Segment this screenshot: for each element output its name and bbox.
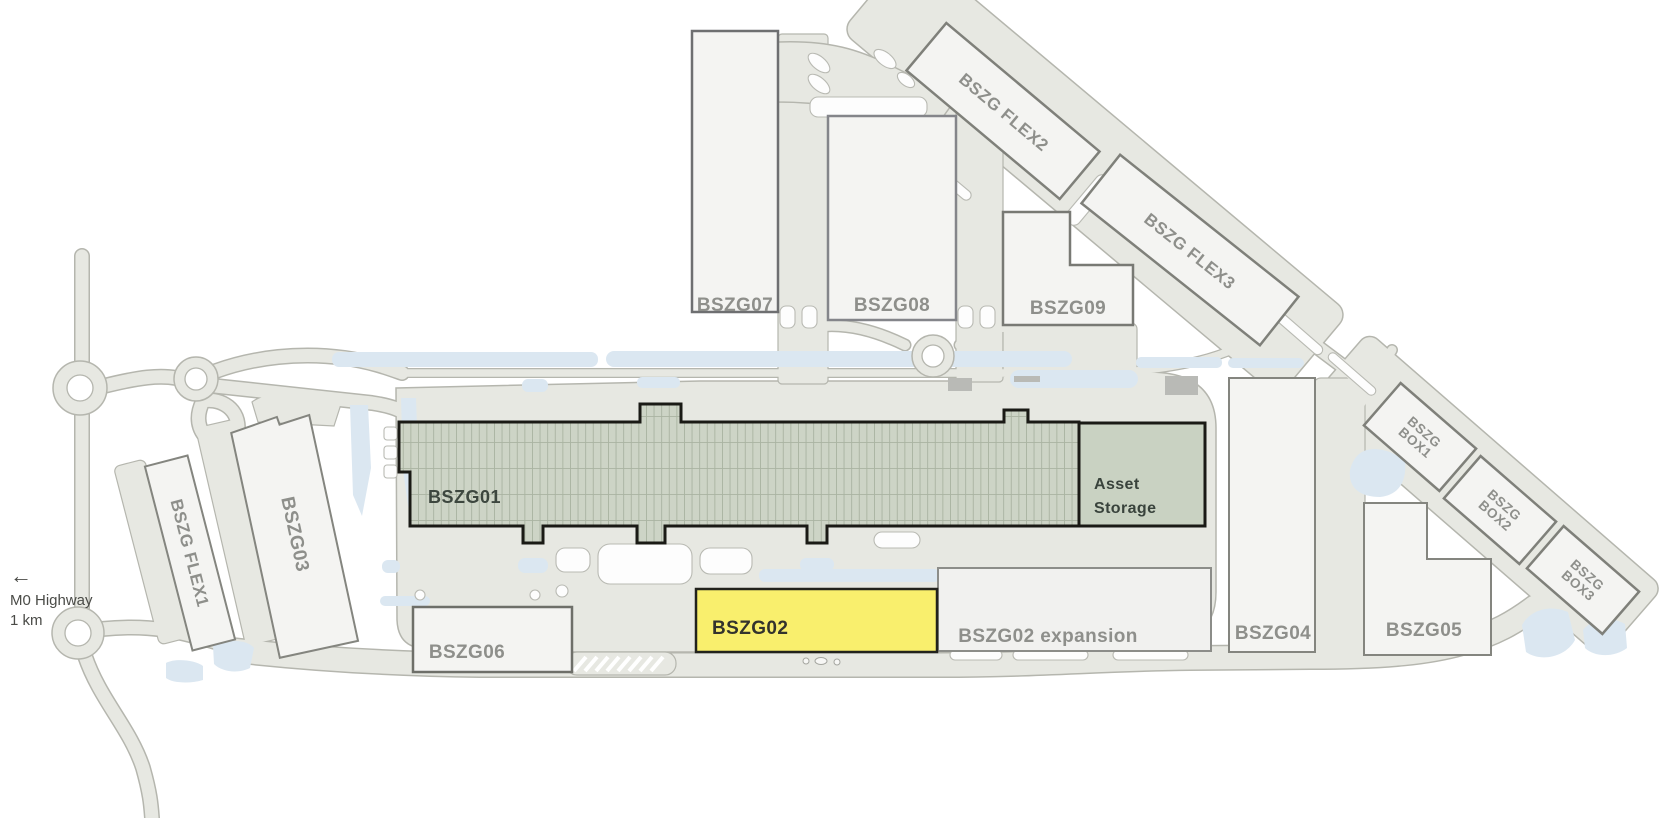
building-bszg05[interactable] — [1363, 502, 1492, 656]
roundabout-island — [184, 367, 208, 391]
building-bszg04[interactable] — [1228, 377, 1316, 653]
traffic-island — [779, 305, 796, 329]
label-bszg07: BSZG07 — [697, 295, 773, 316]
water-canal-far1 — [1136, 357, 1222, 368]
label-asset-storage-line1: Asset — [1094, 476, 1140, 493]
parking-structure — [1014, 376, 1040, 382]
traffic-island — [699, 547, 753, 575]
road-dot — [833, 658, 841, 666]
road-below-09 — [1002, 322, 1138, 376]
building-bszg06[interactable] — [411, 605, 574, 674]
road-dot — [802, 657, 810, 665]
water-blob-se1 — [1522, 608, 1575, 658]
traffic-island — [809, 96, 928, 118]
building-bszg02[interactable] — [694, 587, 939, 654]
building-bszg-flex2[interactable] — [904, 21, 1102, 201]
water-blob-sw1 — [166, 660, 203, 683]
water-patch-mid2 — [800, 558, 834, 571]
label-bszg02-expansion: BSZG02 expansion — [958, 626, 1138, 647]
driveway-curl — [414, 589, 426, 601]
building-bszg-box3[interactable] — [1525, 524, 1641, 636]
building-bszg01[interactable] — [397, 402, 1081, 545]
traffic-island — [873, 531, 921, 549]
road-spur — [1353, 345, 1397, 413]
traffic-island — [957, 305, 974, 329]
highway-annotation: ← M0 Highway 1 km — [10, 563, 93, 629]
left-arrow-icon: ← — [10, 563, 32, 588]
crosswalk-stripes — [572, 655, 665, 673]
road-dot — [814, 657, 828, 665]
water-blob-sw2 — [213, 640, 254, 672]
building-bszg-box2[interactable] — [1442, 454, 1558, 566]
driveway-curl — [555, 584, 569, 598]
water-wedge-left1 — [350, 405, 371, 516]
building-bszg-flex1[interactable] — [143, 454, 237, 652]
traffic-island — [383, 445, 398, 460]
traffic-island — [555, 547, 591, 573]
building-asset-storage[interactable] — [1077, 421, 1207, 528]
traffic-islands — [383, 48, 1377, 661]
driveway-curl — [529, 589, 541, 601]
highway-name: M0 Highway — [10, 592, 93, 609]
roundabout-island — [66, 374, 94, 402]
building-bszg-flex3[interactable] — [1079, 153, 1301, 347]
traffic-island — [1327, 352, 1377, 396]
water-canal-west — [332, 352, 598, 367]
label-bszg02: BSZG02 — [712, 618, 788, 639]
traffic-island — [597, 543, 693, 585]
water-patch-apron1 — [522, 379, 548, 392]
traffic-island — [807, 52, 831, 74]
building-bszg08[interactable] — [826, 114, 958, 322]
roundabout-island — [921, 344, 945, 368]
traffic-island — [873, 48, 897, 70]
water-patch-apron3 — [1010, 370, 1138, 388]
road-details — [565, 376, 1198, 676]
building-bszg07[interactable] — [690, 29, 780, 314]
water-patch-mid3 — [759, 569, 940, 582]
road-stubs — [810, 320, 1013, 350]
water-patch-apron2 — [637, 377, 680, 388]
label-bszg05: BSZG05 — [1386, 620, 1462, 641]
building-bszg03[interactable] — [230, 410, 360, 659]
buildings — [143, 21, 1641, 674]
parking-structure — [1165, 376, 1198, 395]
roundabout-island — [64, 619, 92, 647]
water-patch-mid4 — [518, 558, 548, 573]
highway-distance: 1 km — [10, 612, 43, 629]
water-canal-east — [606, 351, 1072, 367]
road-gap-04-05 — [1312, 377, 1366, 657]
water-patch-mid5 — [382, 560, 400, 573]
building-bszg02-expansion[interactable] — [937, 567, 1212, 652]
label-bszg09: BSZG09 — [1030, 298, 1106, 319]
parking-structure — [948, 378, 972, 391]
building-bszg09[interactable] — [1001, 210, 1135, 327]
label-asset-storage-line2: Storage — [1094, 500, 1156, 517]
label-bszg06: BSZG06 — [429, 642, 505, 663]
roundabouts — [51, 334, 955, 660]
traffic-island — [383, 464, 398, 479]
traffic-island — [979, 305, 996, 329]
featured-buildings — [397, 402, 1207, 654]
water-blob-east — [1349, 449, 1406, 497]
building-bszg-box1[interactable] — [1362, 381, 1478, 493]
traffic-island — [896, 71, 916, 89]
traffic-island — [383, 426, 398, 441]
label-bszg01: BSZG01 — [428, 487, 501, 507]
label-bszg04: BSZG04 — [1235, 623, 1311, 644]
label-bszg08: BSZG08 — [854, 295, 930, 316]
traffic-island — [801, 305, 818, 329]
water-canal-far2 — [1228, 358, 1304, 368]
traffic-island — [807, 73, 831, 95]
